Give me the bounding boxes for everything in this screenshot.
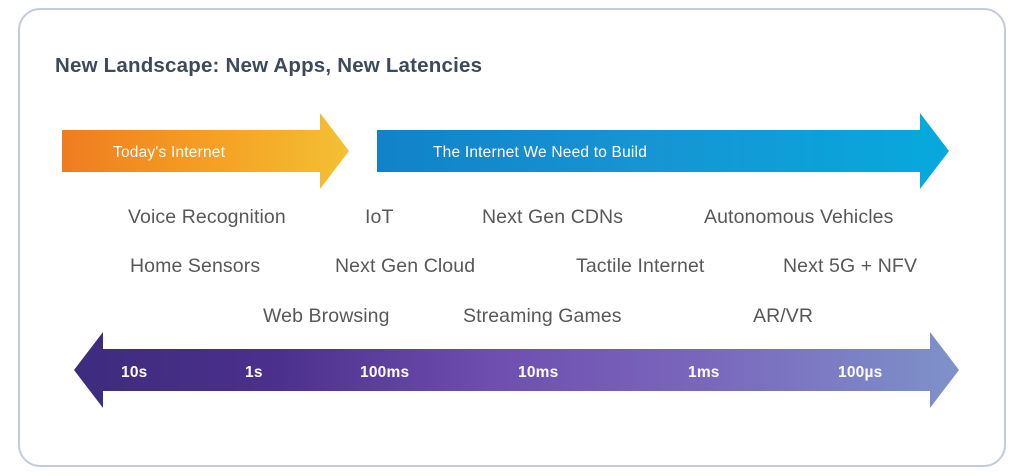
latency-tick-1s: 1s (245, 364, 263, 381)
page-title: New Landscape: New Apps, New Latencies (55, 54, 483, 77)
arrow-graphics-layer (20, 10, 1008, 469)
app-term-ar-vr: AR/VR (753, 305, 814, 327)
app-term-autonomous-vehicles: Autonomous Vehicles (704, 206, 894, 228)
latency-scale-arrow-shape (74, 332, 959, 408)
todays-internet-label: Today's Internet (113, 144, 226, 161)
app-term-streaming-games: Streaming Games (463, 305, 622, 327)
latency-tick-100ms: 100ms (360, 364, 410, 381)
internet-we-need-label: The Internet We Need to Build (433, 144, 648, 161)
app-term-web-browsing: Web Browsing (263, 305, 390, 327)
app-term-next-5g-nfv: Next 5G + NFV (783, 255, 918, 277)
app-term-tactile-internet: Tactile Internet (576, 255, 705, 277)
app-term-home-sensors: Home Sensors (130, 255, 261, 277)
latency-tick-100us: 100µs (838, 364, 883, 381)
app-term-next-gen-cloud: Next Gen Cloud (335, 255, 476, 277)
diagram-card: New Landscape: New Apps, New Latencies (18, 8, 1006, 467)
app-term-iot: IoT (365, 206, 394, 228)
latency-tick-10ms: 10ms (518, 364, 559, 381)
app-term-voice-recognition: Voice Recognition (128, 206, 286, 228)
latency-tick-1ms: 1ms (688, 364, 720, 381)
app-term-next-gen-cdns: Next Gen CDNs (482, 206, 624, 228)
latency-tick-10s: 10s (121, 364, 148, 381)
